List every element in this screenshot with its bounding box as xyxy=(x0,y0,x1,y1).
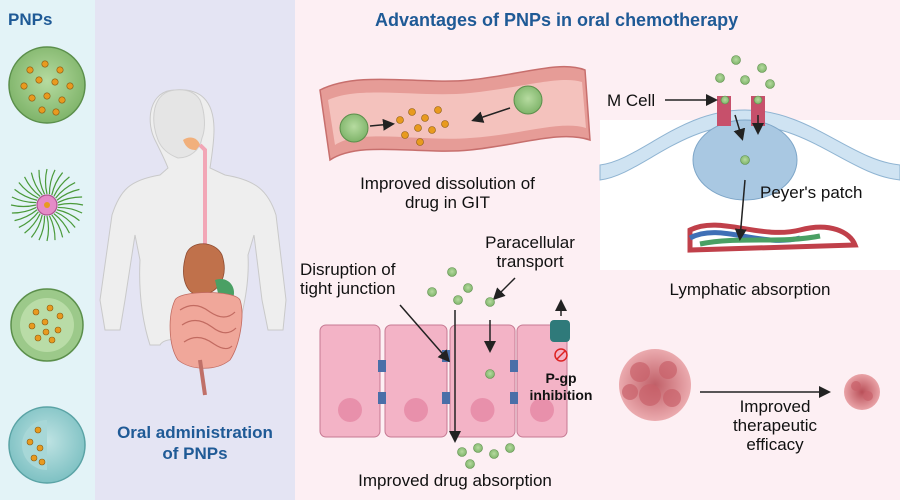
micelle-chain xyxy=(48,215,56,241)
micelle-chain xyxy=(38,169,46,195)
micelle-chain xyxy=(51,172,64,196)
micelle-chain xyxy=(44,168,48,195)
micelle-chain xyxy=(14,209,38,222)
label-line: tight junction xyxy=(300,279,396,298)
caption-line: Oral administration xyxy=(117,423,273,442)
epithelial-cell xyxy=(449,324,516,438)
label-line: therapeutic xyxy=(732,416,818,435)
micelle-chain xyxy=(55,182,76,199)
micelle-chain xyxy=(57,206,83,214)
efficacy-label: Improved therapeutic efficacy xyxy=(715,397,835,454)
label-line: efficacy xyxy=(746,435,804,454)
label-line: Disruption of xyxy=(300,260,396,279)
micelle-chain xyxy=(24,176,41,197)
label-line: Improved dissolution of xyxy=(360,174,535,193)
caption-line: of PNPs xyxy=(162,444,228,463)
label-line: Paracellular xyxy=(485,233,575,252)
epithelial-cell xyxy=(384,324,448,438)
micelle-chain xyxy=(30,214,43,238)
absorption-caption: Improved drug absorption xyxy=(358,471,552,490)
micelle-chain xyxy=(57,196,83,204)
micelle-chain xyxy=(53,213,70,234)
pgp-pump xyxy=(550,320,570,342)
tight-junction-label: Disruption of tight junction xyxy=(300,260,395,298)
dissolution-label: Improved dissolution of drug in GIT xyxy=(320,174,575,212)
micelle-chain xyxy=(48,169,56,195)
micelle-chain xyxy=(11,196,37,204)
micelle-chain xyxy=(38,215,46,241)
micelle-chain xyxy=(18,211,39,228)
micelle-chain xyxy=(56,188,80,201)
oral-administration-caption: Oral administration of PNPs xyxy=(96,422,294,464)
m-cell-label: M Cell xyxy=(607,91,656,110)
pgp-inhibition-label: P-gp inhibition xyxy=(520,370,602,404)
pnps-title: PNPs xyxy=(8,10,53,29)
large-tumor-icon xyxy=(619,349,691,421)
label-line: inhibition xyxy=(529,387,593,403)
micelle-chain xyxy=(46,215,50,242)
lymphatic-illustration xyxy=(599,55,900,270)
micelle-chain xyxy=(57,202,84,206)
cell-nucleus xyxy=(530,398,554,422)
human-body-illustration xyxy=(99,89,287,396)
solid-nanoparticle-icon xyxy=(8,46,86,124)
cell-nucleus xyxy=(470,398,495,422)
cell-nucleus xyxy=(338,398,362,422)
lymph-nanoparticles xyxy=(715,55,775,165)
small-tumor-icon xyxy=(844,374,880,410)
micelle-chain xyxy=(11,206,37,214)
epithelial-cell xyxy=(516,324,568,438)
micelle-chain xyxy=(18,182,39,199)
lymphatic-caption: Lymphatic absorption xyxy=(669,280,831,299)
micelle-chain xyxy=(53,176,70,197)
peyers-patch-label: Peyer's patch xyxy=(760,183,863,202)
label-line: P-gp xyxy=(545,370,577,386)
intestine-illustration xyxy=(319,65,591,162)
epithelial-cell xyxy=(319,324,381,438)
micelle-chain xyxy=(24,213,41,234)
advantages-title: Advantages of PNPs in oral chemotherapy xyxy=(375,10,739,30)
micelle-chain xyxy=(55,211,76,228)
nanocapsule-icon xyxy=(8,406,86,484)
cell-nucleus xyxy=(404,398,428,422)
micelle-chain xyxy=(51,214,64,238)
paracellular-label: Paracellular transport xyxy=(470,233,590,271)
label-line: Improved xyxy=(739,397,811,416)
micelle-chain xyxy=(14,188,38,201)
label-line: transport xyxy=(496,252,564,271)
label-line: drug in GIT xyxy=(404,193,491,212)
epithelium-illustration xyxy=(319,267,570,469)
micelle-chain xyxy=(30,172,43,196)
micelle-chain xyxy=(10,204,37,208)
micelle-icon xyxy=(10,168,84,242)
nanosphere-icon xyxy=(10,288,84,362)
micelle-chain xyxy=(56,209,80,222)
